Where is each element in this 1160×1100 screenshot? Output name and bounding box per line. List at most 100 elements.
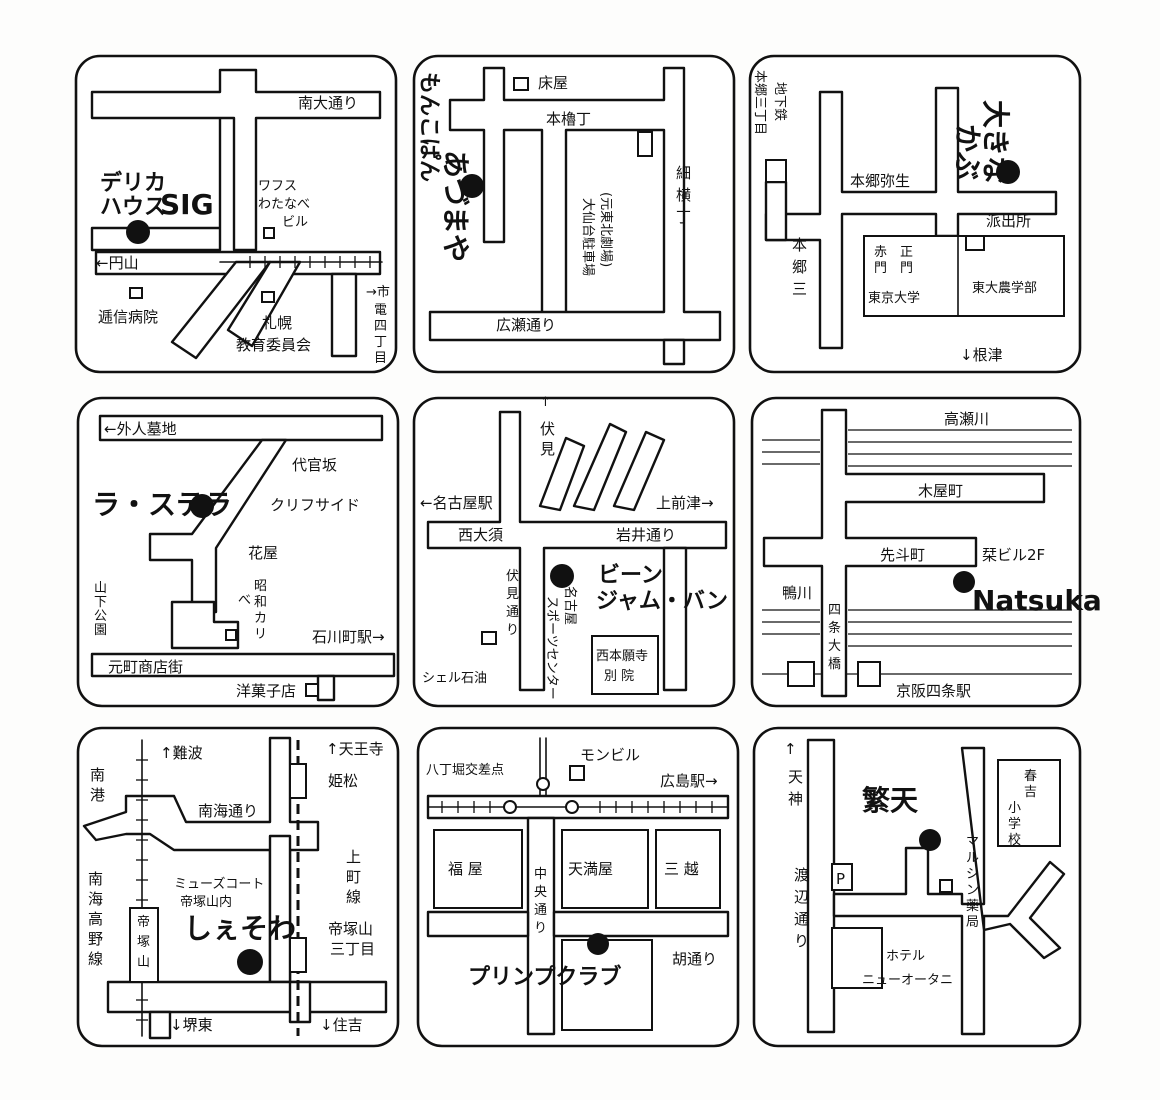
label-school-2: 吉: [1024, 785, 1037, 800]
label-himematsu: 姫松: [328, 772, 358, 790]
map-panel-lastella: ←外人墓地 代官坂 クリフサイド 花屋 山 下 公 園 昭 和 べ カ リ 石川…: [76, 396, 400, 708]
label-honganji-2: 別 院: [604, 669, 634, 684]
label-school-4: 学: [1008, 816, 1021, 832]
label-hongo3-3: 三: [792, 280, 807, 298]
label-pharmacy-3: シ: [966, 867, 979, 882]
shop-name-line1: もんこぱん: [416, 72, 442, 182]
label-tezukayama3-1: 帝塚山: [328, 920, 373, 938]
label-watanabe-1: 渡: [794, 866, 809, 884]
label-nankai-koya-2: 海: [88, 890, 103, 908]
label-pharmacy-1: マ: [966, 835, 979, 850]
building-label-1: ワフス: [258, 179, 297, 194]
label-chuo-4: り: [534, 921, 547, 936]
map-panel-sig: デリカ ハウス SIG 南大通り ワフス わたなべ ビル ←円山 逓信病院 札幌…: [74, 54, 398, 374]
label-hosoyoko-1: 細: [676, 164, 691, 182]
label-building: 栞ビル2F: [982, 546, 1045, 564]
label-kiyamachi: 木屋町: [918, 482, 963, 500]
label-ishikawacho: 石川町駅→: [312, 628, 385, 646]
label-todai: 東京大学: [868, 290, 920, 306]
label-mitsukoshi: 三 越: [664, 860, 699, 878]
label-uemachi-1: 上: [346, 848, 361, 866]
label-court-2: 帝塚山内: [180, 894, 232, 910]
label-motomachi: 元町商店街: [108, 658, 183, 676]
label-kamo: 鴨川: [782, 584, 812, 602]
label-hongo3-1: 本: [792, 236, 807, 254]
label-shijo-4: 橋: [828, 657, 841, 672]
label-pharmacy-5: 薬: [966, 899, 979, 914]
label-sakaihigashi: ↓堺東: [170, 1016, 213, 1034]
label-monbiru: モンビル: [580, 746, 640, 764]
road-label: 南大通り: [298, 94, 358, 112]
hospital-label: 逓信病院: [98, 308, 158, 326]
label-honganji-1: 西本願寺: [596, 649, 648, 664]
label-beka-3: リ: [254, 627, 267, 642]
label-yayoi: 本郷弥生: [850, 172, 910, 190]
label-shijo-1: 四: [828, 603, 841, 618]
label-takase: 高瀬川: [944, 410, 989, 428]
map-panel-beanjam: ↑ 伏 見 ←名古屋駅 上前津→ 西大須 岩井通り 伏 見 通 り 名古屋 スポ…: [412, 395, 736, 708]
label-yagura: 本櫓丁: [546, 110, 591, 128]
label-yamashita-1: 山: [94, 581, 107, 596]
label-yamashita-3: 公: [94, 609, 107, 624]
label-nanko-2: 港: [90, 786, 105, 804]
label-hatchobori: 八丁堀交差点: [426, 762, 504, 778]
label-shijo-3: 大: [828, 639, 841, 654]
label-parking-former: (元東北劇場): [598, 192, 614, 267]
label-yogashi: 洋菓子店: [236, 682, 296, 700]
label-watanabe-3: 通: [794, 910, 809, 928]
label-nankai-koya-5: 線: [88, 950, 103, 968]
shop-marker: [587, 933, 609, 955]
label-hirose: 広瀬通り: [496, 316, 556, 334]
label-school-5: 校: [1008, 832, 1021, 848]
shop-name: プリンプクラブ: [468, 964, 621, 990]
shop-marker: [919, 829, 941, 851]
map-panel-hanten: ↑ 天 神 春 吉 小 学 校 P 渡 辺 通 り マ ル シ ン 薬 局 ホテ…: [752, 726, 1082, 1048]
map-panel-azumaya: 床屋 本櫓丁 細 横 丁 大仙台駐車場 (元東北劇場) 広瀬通り もんこぱん あ…: [412, 54, 736, 374]
label-nankai-koya-1: 南: [88, 870, 103, 888]
map-panel-plimp: 八丁堀交差点 モンビル 広島駅→ 福 屋 天満屋 三 越 中 央 通 り 胡通り…: [416, 726, 740, 1048]
label-court-1: ミューズコート: [174, 876, 264, 892]
label-cliffside: クリフサイド: [270, 496, 360, 514]
label-pontocho: 先斗町: [880, 546, 925, 564]
label-tokoya: 床屋: [538, 74, 568, 92]
label-chuo-1: 中: [534, 867, 547, 882]
shop-name-line2: かぶ: [951, 124, 984, 180]
label-nagoya: ←名古屋駅: [420, 494, 493, 512]
label-fushimi-dori-3: 通: [506, 605, 519, 620]
label-gate-main-1: 正: [900, 245, 913, 260]
direction-label: ←円山: [96, 254, 139, 272]
building-label-3: ビル: [282, 215, 308, 230]
label-nezu: ↓根津: [960, 346, 1003, 364]
label-agri: 東大農学部: [972, 280, 1037, 296]
label-tenmaya: 天満屋: [568, 860, 613, 878]
label-tenjin-2: 天: [788, 768, 803, 786]
label-school-1: 春: [1024, 769, 1037, 784]
label-nankai-koya-3: 高: [88, 910, 103, 928]
shop-marker: [953, 571, 975, 593]
label-iwai: 岩井通り: [616, 526, 676, 544]
map-panel-natsuka: 高瀬川 木屋町 先斗町 栞ビル2F 鴨川 四 条 大 橋 京阪四条駅 Natsu…: [750, 396, 1102, 708]
shop-marker: [126, 220, 150, 244]
label-fushimi-top-3: 見: [540, 440, 555, 458]
label-beka-2: カ: [254, 611, 267, 626]
label-chuo-2: 央: [534, 885, 547, 900]
map-panel-kabu: 本郷三丁目 地下鉄 本郷弥生 派出所 本 郷 三 赤 門 正 門 東京大学 東大…: [748, 54, 1082, 374]
tram-label-3: 四: [374, 319, 387, 334]
label-tezukayama-3: 山: [137, 955, 150, 970]
label-gate-red-2: 門: [874, 261, 887, 276]
map-panel-chezwa: ↑難波 ↑天王寺 南 港 南海通り 姫松 上 町 線 ミューズコート 帝塚山内 …: [76, 726, 400, 1048]
label-gate-red-1: 赤: [874, 245, 887, 260]
label-cemetery: ←外人墓地: [104, 420, 177, 438]
label-parking: P: [836, 870, 845, 888]
label-school-3: 小: [1008, 801, 1021, 816]
shop-name: Natsuka: [972, 584, 1102, 617]
label-nanko-1: 南: [90, 766, 105, 784]
label-yamashita-4: 園: [94, 623, 107, 638]
label-nishiosu: 西大須: [458, 526, 503, 544]
tram-label-1: →市: [366, 284, 390, 300]
label-showa-2: 和: [254, 595, 267, 610]
label-daikanzaka: 代官坂: [292, 456, 337, 474]
label-pharmacy-4: ン: [966, 883, 979, 898]
label-tezukayama-1: 帝: [137, 914, 150, 930]
